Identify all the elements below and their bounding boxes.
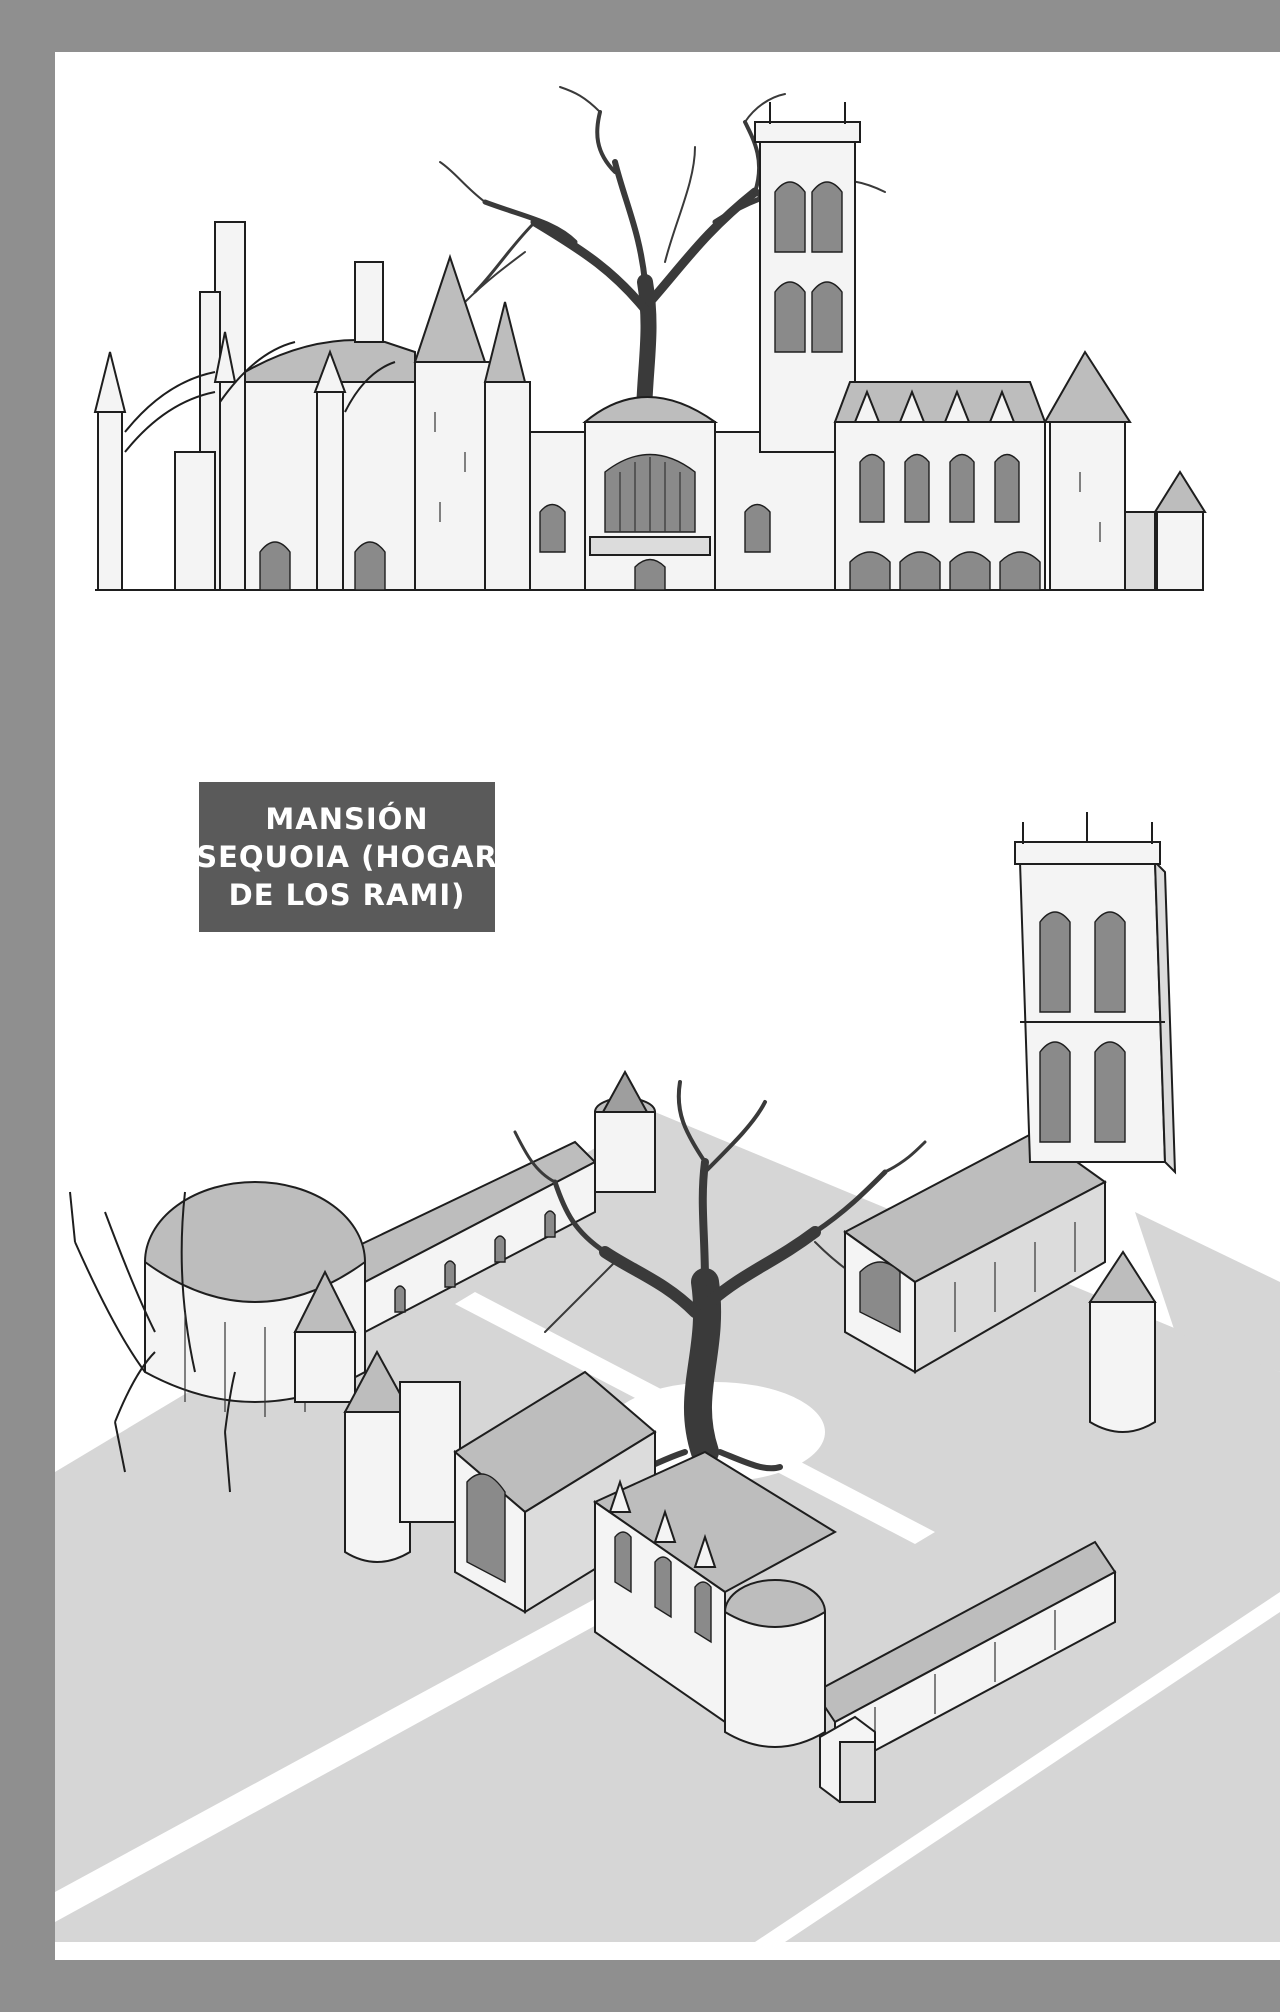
west-towers <box>293 1269 461 1563</box>
caption-line-3: DE LOS RAMI) <box>228 878 466 912</box>
caption-box: MANSIÓN SEQUOIA (HOGAR DE LOS RAMI) <box>196 782 498 932</box>
front-pavilion <box>453 1370 657 1614</box>
page-panel: MANSIÓN SEQUOIA (HOGAR DE LOS RAMI) <box>55 52 1280 1960</box>
tall-square-tower <box>754 102 861 453</box>
caption-line-1: MANSIÓN <box>265 802 429 836</box>
castle-front-elevation-drawing <box>93 86 1207 591</box>
tall-square-tower <box>1014 812 1177 1175</box>
east-round-tower <box>1088 1250 1157 1433</box>
left-conical-tower <box>413 253 531 591</box>
north-small-tower <box>594 1069 656 1193</box>
castle-aerial-drawing <box>55 812 1280 1942</box>
right-gothic-wing <box>833 381 1047 591</box>
right-round-tower <box>1043 350 1207 591</box>
front-round-tower <box>724 1579 876 1804</box>
chapel-with-buttresses <box>93 221 436 591</box>
caption-line-2: SEQUOIA (HOGAR <box>196 840 498 874</box>
central-hall <box>529 396 841 591</box>
north-west-wing <box>343 1140 597 1334</box>
east-hall <box>843 1130 1107 1374</box>
front-gothic-block <box>592 1450 837 1724</box>
